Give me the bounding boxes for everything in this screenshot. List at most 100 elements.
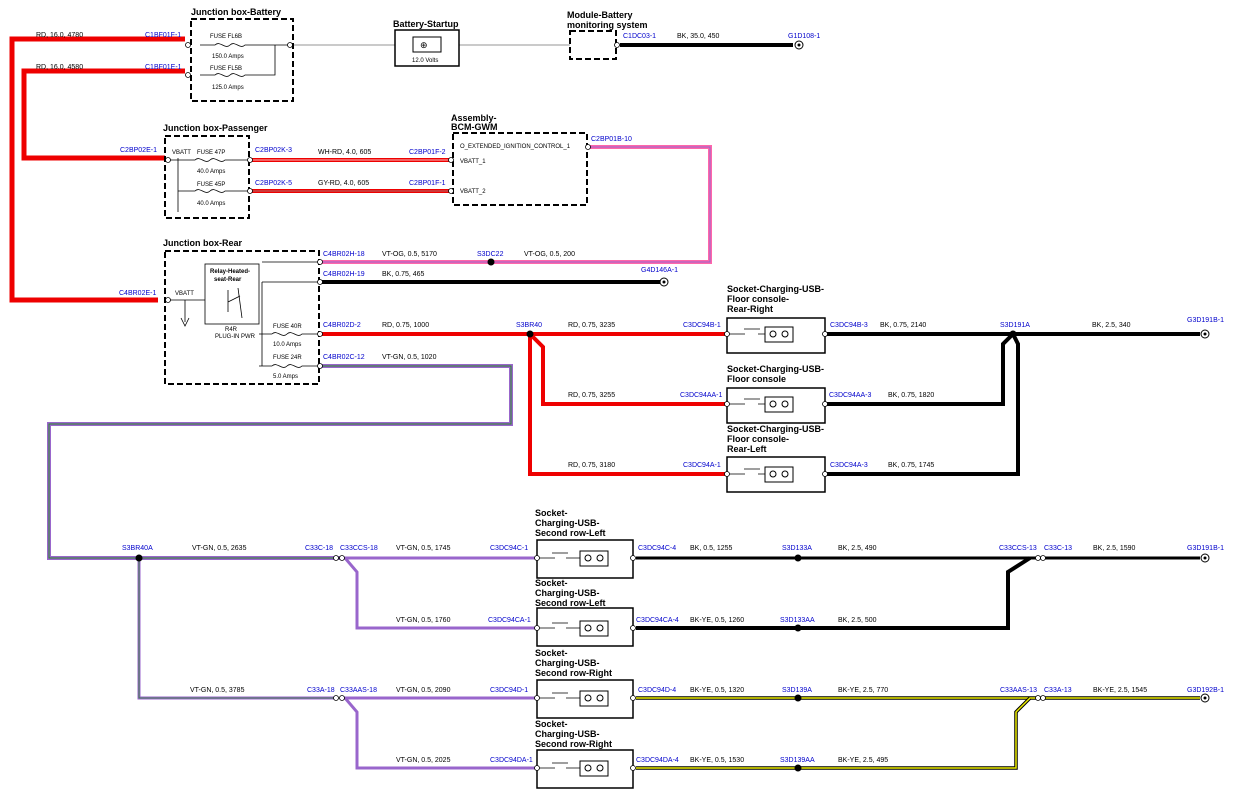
pin-c3dc94b3: C3DC94B-3 bbox=[830, 322, 868, 329]
relay-heated-seat-rear[interactable] bbox=[204, 263, 260, 325]
sock-2la-t2: Charging-USB- bbox=[535, 518, 600, 528]
battery-plus-icon: ⊕ bbox=[420, 41, 428, 51]
jb-rear-title: Junction box-Rear bbox=[163, 238, 243, 248]
pin-c33ccs13: C33CCS-13 bbox=[999, 545, 1037, 552]
splice-s3d139a[interactable] bbox=[794, 694, 802, 702]
bms-title-line1: Module-Battery bbox=[567, 10, 633, 20]
splice-s3br40[interactable] bbox=[526, 330, 534, 338]
pin-c1bf01e: C1BF01E-1 bbox=[145, 64, 182, 71]
pin-g3d191b-top: G3D191B-1 bbox=[1187, 317, 1224, 324]
pin-c3dc94d1: C3DC94D-1 bbox=[490, 687, 528, 694]
pin-c2bp01b10: C2BP01B-10 bbox=[591, 136, 632, 143]
pin-c33aas13: C33AAS-13 bbox=[1000, 687, 1037, 694]
jb-rear-internal bbox=[259, 261, 320, 367]
pin-g1d108: G1D108-1 bbox=[788, 33, 820, 40]
pin-c3dc94ca1: C3DC94CA-1 bbox=[488, 617, 531, 624]
junction-box-battery[interactable] bbox=[190, 18, 294, 102]
fuse-fl6b-icon bbox=[200, 43, 290, 47]
lbl-vtgn1745: VT-GN, 0.5, 1745 bbox=[396, 545, 451, 552]
wire-vtgn-1760[interactable] bbox=[343, 557, 537, 630]
sock-rr-t1: Socket-Charging-USB- bbox=[727, 284, 824, 294]
wire-bk-1820[interactable] bbox=[827, 332, 1015, 406]
fuse-45p-amps: 40.0 Amps bbox=[197, 201, 225, 207]
wire-rd-3180[interactable] bbox=[528, 334, 725, 476]
battery-volts: 12.0 Volts bbox=[412, 58, 438, 64]
socket-second-row-right-b[interactable]: Socket- Charging-USB- Second row-Right bbox=[535, 719, 634, 789]
splice-s3d133aa[interactable] bbox=[794, 624, 802, 632]
lbl-bkye1320: BK-YE, 0.5, 1320 bbox=[690, 687, 744, 694]
pin-c3dc94a1: C3DC94A-1 bbox=[683, 462, 721, 469]
lbl-bk1820: BK, 0.75, 1820 bbox=[888, 392, 934, 399]
splice-s3br40a[interactable] bbox=[135, 554, 143, 562]
lbl-rd4580: RD, 16.0, 4580 bbox=[36, 64, 83, 71]
pin-c4br02h19: C4BR02H-19 bbox=[323, 271, 365, 278]
socket-second-row-right-a[interactable]: Socket- Charging-USB- Second row-Right bbox=[535, 648, 634, 719]
socket-floor-console-rear-left[interactable]: Socket-Charging-USB- Floor console- Rear… bbox=[726, 424, 826, 493]
pin-c3dc94c4: C3DC94C-4 bbox=[638, 545, 676, 552]
pin-c3dc94a3: C3DC94A-3 bbox=[830, 462, 868, 469]
junction-box-passenger[interactable] bbox=[164, 135, 250, 219]
pin-c4br02e: C4BR02E-1 bbox=[119, 290, 156, 297]
lbl-whrd605: WH-RD, 4.0, 605 bbox=[318, 149, 371, 156]
pin-s3br40a: S3BR40A bbox=[122, 545, 153, 552]
fuse-40r-label: FUSE 40R bbox=[273, 324, 302, 330]
socket-floor-console[interactable]: Socket-Charging-USB- Floor console bbox=[726, 364, 826, 424]
splice-s3d133a[interactable] bbox=[794, 554, 802, 562]
lbl-bk450: BK, 35.0, 450 bbox=[677, 33, 720, 40]
pin-c33a13: C33A-13 bbox=[1044, 687, 1072, 694]
pin-g4d146a: G4D146A-1 bbox=[641, 267, 678, 274]
lbl-bkye770: BK-YE, 2.5, 770 bbox=[838, 687, 888, 694]
fuse-47p-icon bbox=[168, 158, 250, 162]
pin-s3d133a: S3D133A bbox=[782, 545, 812, 552]
pin-g3d192b: G3D192B-1 bbox=[1187, 687, 1224, 694]
assembly-bcm-gwm[interactable] bbox=[452, 132, 588, 206]
bcm-pin-vbatt1: VBATT_1 bbox=[460, 159, 486, 165]
wire-rd-4580[interactable] bbox=[21, 68, 185, 161]
splice-s3d191a[interactable] bbox=[1009, 330, 1017, 338]
lbl-rd1000: RD, 0.75, 1000 bbox=[382, 322, 429, 329]
pin-c3dc94da1: C3DC94DA-1 bbox=[490, 757, 533, 764]
lbl-bk340: BK, 2.5, 340 bbox=[1092, 322, 1131, 329]
wire-rd-3255[interactable] bbox=[528, 332, 725, 406]
junction-box-rear[interactable] bbox=[164, 250, 320, 385]
pin-c3dc94ca4: C3DC94CA-4 bbox=[636, 617, 679, 624]
sock-2rb-t3: Second row-Right bbox=[535, 739, 612, 749]
pin-s3dc22: S3DC22 bbox=[477, 251, 504, 258]
socket-floor-console-rear-right[interactable]: Socket-Charging-USB- Floor console- Rear… bbox=[726, 284, 826, 354]
socket-second-row-left-b[interactable]: Socket- Charging-USB- Second row-Left bbox=[535, 578, 634, 647]
fuse-40r-amps: 10.0 Amps bbox=[273, 342, 301, 348]
pin-c3dc94b1: C3DC94B-1 bbox=[683, 322, 721, 329]
bcm-title-line2: BCM-GWM bbox=[451, 122, 498, 132]
wire-bk-1745[interactable] bbox=[827, 333, 1020, 476]
splice-s3dc22[interactable] bbox=[487, 258, 495, 266]
wire-rd-4780[interactable] bbox=[9, 36, 185, 303]
ground-g3d191b-mid-icon[interactable] bbox=[1200, 553, 1210, 563]
ground-g3d192b-icon[interactable] bbox=[1200, 693, 1210, 703]
fuse-24r-icon bbox=[271, 364, 320, 368]
ground-g1d108-icon[interactable] bbox=[794, 40, 804, 50]
ground-g4d146a-icon[interactable] bbox=[659, 277, 669, 287]
sock-2ra-t2: Charging-USB- bbox=[535, 658, 600, 668]
lbl-bkye1545: BK-YE, 2.5, 1545 bbox=[1093, 687, 1147, 694]
wire-vtgn-2025[interactable] bbox=[343, 697, 537, 770]
socket-second-row-left-a[interactable]: Socket- Charging-USB- Second row-Left bbox=[535, 508, 634, 579]
lbl-vtgn1020: VT-GN, 0.5, 1020 bbox=[382, 354, 437, 361]
fuse-fl6b-amps: 150.0 Amps bbox=[212, 54, 244, 60]
sock-rl-t3: Rear-Left bbox=[727, 444, 767, 454]
fuse-fl5b-amps: 125.0 Amps bbox=[212, 85, 244, 91]
ground-g3d191b-top-icon[interactable] bbox=[1200, 329, 1210, 339]
module-battery-monitoring[interactable] bbox=[569, 30, 617, 60]
splice-s3d139aa[interactable] bbox=[794, 764, 802, 772]
wire-vtgn-1020[interactable] bbox=[47, 364, 513, 560]
wire-bk-500[interactable] bbox=[636, 556, 1032, 630]
wire-vtgn-3785[interactable] bbox=[137, 558, 335, 700]
lbl-bk500: BK, 2.5, 500 bbox=[838, 617, 877, 624]
wire-vtog-5170[interactable] bbox=[320, 145, 712, 264]
connector-pins bbox=[165, 42, 1046, 771]
battery-terminal-icon bbox=[412, 36, 442, 53]
pin-c1bf01f: C1BF01F-1 bbox=[145, 32, 181, 39]
bms-title-line2: monitoring system bbox=[567, 20, 648, 30]
fuse-24r-label: FUSE 24R bbox=[273, 355, 302, 361]
sock-2lb-t2: Charging-USB- bbox=[535, 588, 600, 598]
